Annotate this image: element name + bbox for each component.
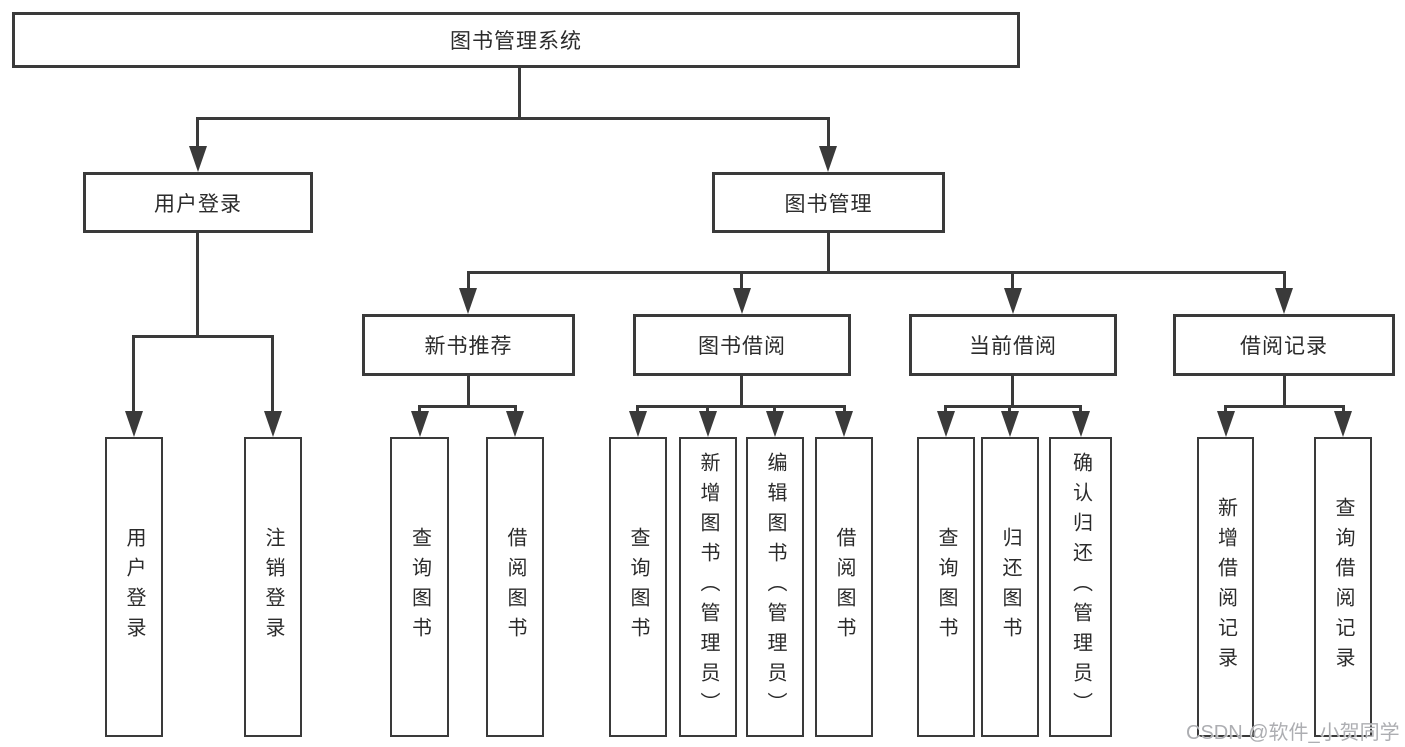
node-label: 借阅图书: [833, 527, 855, 647]
node-label: 归还图书: [999, 527, 1021, 647]
connector-line: [1283, 271, 1286, 290]
arrow-down-icon: [629, 411, 647, 437]
arrow-down-icon: [1275, 288, 1293, 314]
connector-line: [1011, 271, 1014, 290]
connector-line: [271, 335, 274, 413]
connector-line: [418, 405, 517, 408]
connector-line: [740, 376, 743, 408]
arrow-down-icon: [411, 411, 429, 437]
node-new-book-recommendation: 新书推荐: [362, 314, 575, 376]
node-user-login: 用户登录: [83, 172, 313, 233]
arrow-down-icon: [937, 411, 955, 437]
arrow-down-icon: [264, 411, 282, 437]
arrow-down-icon: [506, 411, 524, 437]
connector-line: [706, 405, 709, 416]
arrow-down-icon: [1001, 411, 1019, 437]
leaf-query-books-current: 查询图书: [917, 437, 975, 737]
connector-line: [1283, 376, 1286, 408]
connector-line: [1224, 405, 1227, 416]
leaf-logout: 注销登录: [244, 437, 302, 737]
arrow-down-icon: [1334, 411, 1352, 437]
connector-line: [132, 335, 274, 338]
node-label: 查询图书: [627, 527, 649, 647]
connector-line: [740, 271, 743, 290]
leaf-query-books-recommend: 查询图书: [390, 437, 449, 737]
leaf-edit-books-admin: 编辑图书（管理员）: [746, 437, 804, 737]
node-label: 确认归还（管理员）: [1069, 452, 1092, 722]
connector-line: [196, 117, 199, 151]
connector-line: [1224, 405, 1345, 408]
connector-line: [518, 68, 521, 120]
node-library-management-system: 图书管理系统: [12, 12, 1020, 68]
leaf-add-books-admin: 新增图书（管理员）: [679, 437, 737, 737]
connector-line: [843, 405, 846, 416]
arrow-down-icon: [733, 288, 751, 314]
leaf-return-books: 归还图书: [981, 437, 1039, 737]
arrow-down-icon: [125, 411, 143, 437]
node-label: 借阅图书: [504, 527, 526, 647]
connector-line: [636, 405, 639, 416]
connector-line: [1011, 376, 1014, 408]
leaf-add-borrow-record: 新增借阅记录: [1197, 437, 1254, 737]
leaf-query-books-borrow: 查询图书: [609, 437, 667, 737]
connector-line: [132, 335, 135, 413]
node-current-borrowing: 当前借阅: [909, 314, 1117, 376]
connector-line: [944, 405, 1082, 408]
connector-line: [1342, 405, 1345, 416]
connector-line: [1008, 405, 1011, 416]
node-label: 图书管理: [784, 192, 873, 216]
leaf-confirm-return-admin: 确认归还（管理员）: [1049, 437, 1112, 737]
connector-line: [196, 117, 830, 120]
leaf-borrow-books: 借阅图书: [815, 437, 873, 737]
connector-line: [514, 405, 517, 416]
connector-line: [773, 405, 776, 416]
node-label: 借阅记录: [1240, 335, 1328, 358]
arrow-down-icon: [459, 288, 477, 314]
node-label: 用户登录: [123, 527, 145, 647]
node-label: 新书推荐: [424, 335, 513, 358]
arrow-down-icon: [835, 411, 853, 437]
arrow-down-icon: [1217, 411, 1235, 437]
node-label: 注销登录: [262, 527, 284, 647]
leaf-query-borrow-record: 查询借阅记录: [1314, 437, 1372, 737]
node-label: 用户登录: [154, 192, 242, 216]
connector-line: [827, 117, 830, 151]
node-label: 新增图书（管理员）: [697, 452, 719, 722]
node-label: 查询借阅记录: [1332, 497, 1354, 677]
leaf-user-login: 用户登录: [105, 437, 163, 737]
connector-line: [467, 376, 470, 408]
arrow-down-icon: [189, 146, 207, 172]
connector-line: [467, 271, 1286, 274]
leaf-borrow-books-recommend: 借阅图书: [486, 437, 544, 737]
node-label: 查询图书: [408, 527, 431, 647]
node-label: 新增借阅记录: [1214, 497, 1237, 677]
connector-line: [196, 233, 199, 338]
node-book-management: 图书管理: [712, 172, 945, 233]
connector-line: [1079, 405, 1082, 416]
connector-line: [944, 405, 947, 416]
arrow-down-icon: [766, 411, 784, 437]
arrow-down-icon: [1004, 288, 1022, 314]
node-book-borrowing: 图书借阅: [633, 314, 851, 376]
watermark: CSDN @软件_小贺同学: [1186, 722, 1400, 744]
connector-line: [467, 271, 470, 290]
node-label: 图书借阅: [698, 335, 786, 358]
connector-line: [827, 233, 830, 274]
node-borrowing-records: 借阅记录: [1173, 314, 1395, 376]
arrow-down-icon: [1072, 411, 1090, 437]
node-label: 图书管理系统: [450, 30, 582, 53]
node-label: 当前借阅: [969, 335, 1057, 358]
connector-line: [636, 405, 846, 408]
arrow-down-icon: [699, 411, 717, 437]
arrow-down-icon: [819, 146, 837, 172]
connector-line: [418, 405, 421, 416]
node-label: 编辑图书（管理员）: [764, 452, 786, 722]
node-label: 查询图书: [935, 527, 957, 647]
